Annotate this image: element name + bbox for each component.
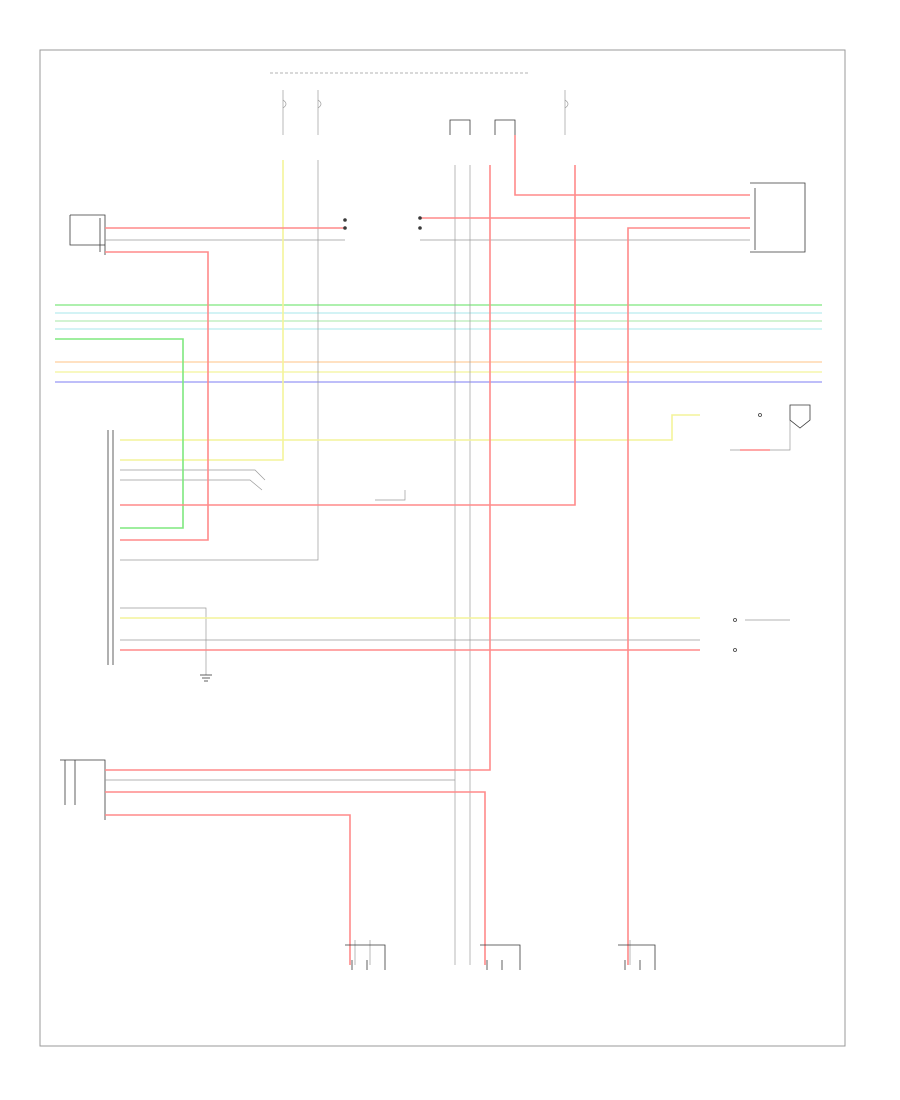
- yellow-wires: [120, 160, 700, 619]
- connector-left-upper: [69, 214, 106, 255]
- green-wires: [55, 338, 184, 529]
- diagram-frame: [39, 49, 846, 1047]
- sensor-symbol-right: [733, 404, 811, 652]
- gray-wires: [105, 160, 791, 965]
- bottom-connectors: [345, 944, 656, 970]
- red-wires: [105, 135, 770, 965]
- fuse-box-top: [270, 72, 569, 135]
- ecu-connector-left: [107, 430, 114, 665]
- connector-right-upper: [750, 182, 806, 253]
- relay-switch-top: [449, 119, 516, 135]
- connector-left-lower: [60, 759, 106, 820]
- bus-lines: [55, 304, 822, 383]
- ground-symbol: [200, 674, 212, 682]
- junction-dots: [343, 216, 422, 230]
